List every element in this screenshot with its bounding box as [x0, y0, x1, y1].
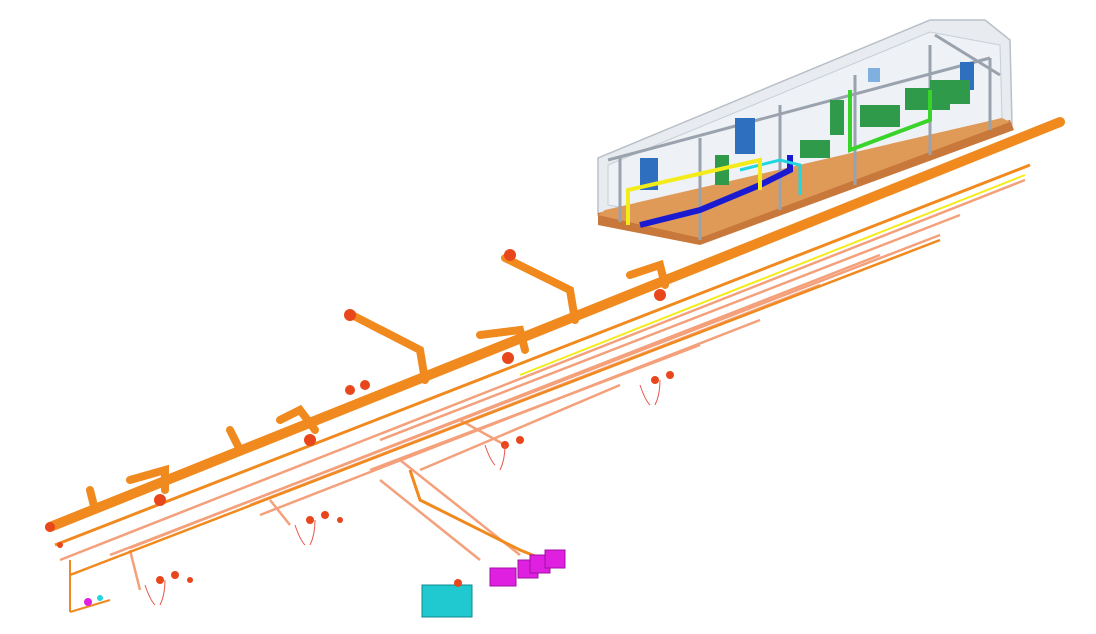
building-frame — [607, 33, 1001, 240]
main-header-pipe[interactable] — [45, 117, 1065, 577]
pump-building[interactable] — [597, 19, 1014, 245]
valves[interactable] — [45, 249, 674, 584]
pump-equipment — [715, 80, 970, 185]
cyan-tank[interactable] — [421, 579, 473, 618]
riser-pipes[interactable] — [86, 254, 669, 514]
door — [640, 158, 658, 190]
branch-pipes[interactable] — [59, 178, 1026, 591]
door — [735, 118, 755, 154]
left-end-instruments — [57, 542, 111, 613]
window — [868, 68, 880, 82]
magenta-units[interactable] — [489, 549, 566, 587]
green-process-pipe — [848, 90, 932, 153]
instrument-drops — [144, 379, 661, 606]
yellow-process-pipe — [626, 157, 762, 225]
